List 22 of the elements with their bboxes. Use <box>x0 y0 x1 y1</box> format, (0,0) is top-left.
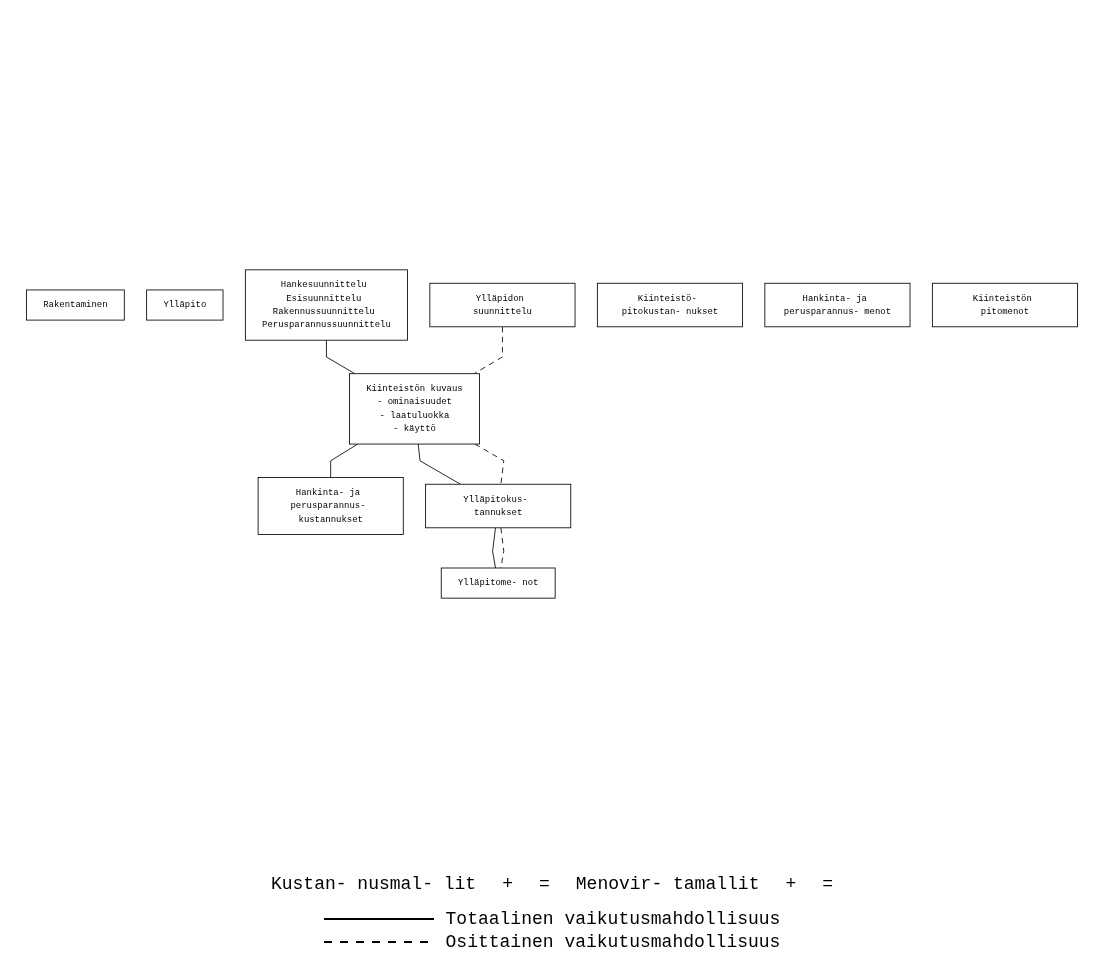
row-label: + <box>502 874 513 894</box>
legend-text: Osittainen vaikutusmahdollisuus <box>445 932 781 952</box>
connector <box>417 443 461 485</box>
node-box: Hankinta- ja perusparannus- menot <box>764 282 911 328</box>
row-label: = <box>822 874 834 894</box>
node-box: Kiinteistö- pitokustan- nukset <box>596 282 743 328</box>
row-label: = <box>539 874 550 894</box>
node-box: Kiinteistön pitomenot <box>931 282 1078 328</box>
row-label: Kustan- nusmal- lit <box>270 874 477 894</box>
node-box: Ylläpito <box>146 289 224 321</box>
node-box: Ylläpidon suunnittelu <box>429 282 576 328</box>
connector <box>492 527 496 569</box>
node-box: Ylläpitome- not <box>440 567 556 599</box>
connector <box>326 339 356 375</box>
row-label: + <box>785 874 797 894</box>
node-box: Kiinteistön kuvaus - ominaisuudet - laatuluokka - käyttö <box>349 373 480 445</box>
node-box: Hankinta- ja perusparannus- kustannukset <box>257 477 404 535</box>
node-box: Ylläpitokus- tannukset <box>425 483 572 529</box>
legend-text: Totaalinen vaikutusmahdollisuus <box>445 909 781 929</box>
node-box: Hankesuunnittelu Esisuunnittelu Rakennussuunnittelu Perusparannussuunnittelu <box>244 269 408 341</box>
node-box: Rakentaminen <box>26 289 125 321</box>
row-label: Menovir- tamallit <box>575 874 760 894</box>
